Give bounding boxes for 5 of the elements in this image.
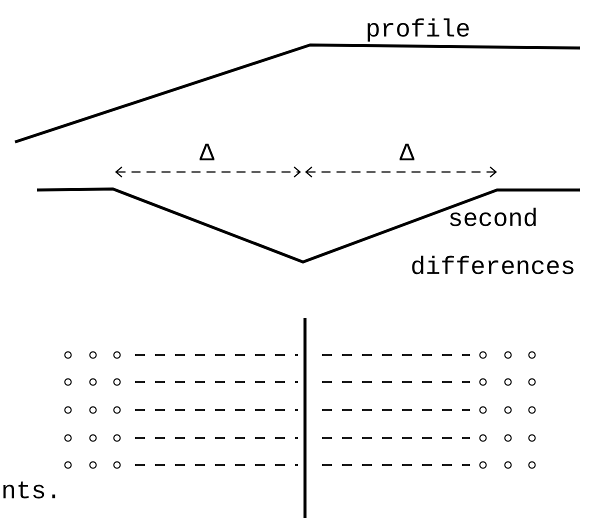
interval-label: Δ (200, 144, 214, 160)
caption-text: nts. (3, 482, 56, 498)
interval-label: Δ (400, 144, 414, 160)
curve-label: profile (368, 18, 469, 42)
curve-label: second differences (412, 208, 574, 274)
